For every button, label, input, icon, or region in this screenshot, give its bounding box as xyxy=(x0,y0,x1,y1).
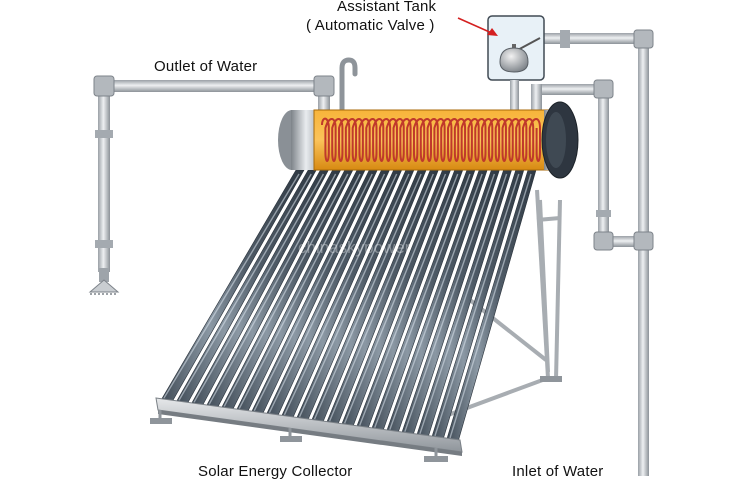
tube-highlight xyxy=(283,173,398,416)
outlet-of-water-label: Outlet of Water xyxy=(154,58,258,75)
tube-highlight xyxy=(404,173,496,432)
solar-energy-collector-label: Solar Energy Collector xyxy=(198,463,353,480)
stand-base-right xyxy=(540,376,562,382)
tube-highlight xyxy=(419,173,508,435)
tube-highlight xyxy=(253,173,373,411)
tube-highlight xyxy=(298,173,410,418)
tube-highlight xyxy=(163,173,300,399)
stand-frame xyxy=(447,189,562,417)
watermark: chinaskypower xyxy=(298,238,411,257)
tube-highlight xyxy=(359,173,459,426)
tube-highlight xyxy=(374,173,471,428)
tube-highlight xyxy=(434,173,520,437)
assistant-tank-label: Assistant Tank xyxy=(337,0,437,15)
inlet-pipe xyxy=(531,29,654,476)
heat-exchange-coil xyxy=(321,117,541,162)
vacuum-tubes xyxy=(159,169,537,443)
tube-highlight xyxy=(193,173,325,403)
tube-highlight xyxy=(389,173,483,430)
tube-highlight xyxy=(238,173,361,409)
vent-pipe xyxy=(339,57,358,115)
outlet-pipe xyxy=(93,75,335,272)
tube-highlight xyxy=(313,173,422,420)
tube-highlight xyxy=(208,173,337,405)
collector-bottom-frame xyxy=(150,397,463,462)
tube-highlight xyxy=(343,173,447,424)
storage-tank xyxy=(278,101,579,179)
automatic-valve-label: ( Automatic Valve ) xyxy=(306,17,435,34)
shower-head-icon xyxy=(88,268,120,295)
float-valve-icon xyxy=(499,37,541,73)
tube-highlight xyxy=(268,173,386,414)
tube-highlight xyxy=(178,173,312,401)
tube-highlight xyxy=(223,173,349,407)
label-arrow xyxy=(457,17,498,36)
inlet-of-water-label: Inlet of Water xyxy=(512,463,604,480)
tube-highlight xyxy=(328,173,434,422)
tube-highlight xyxy=(449,173,532,439)
